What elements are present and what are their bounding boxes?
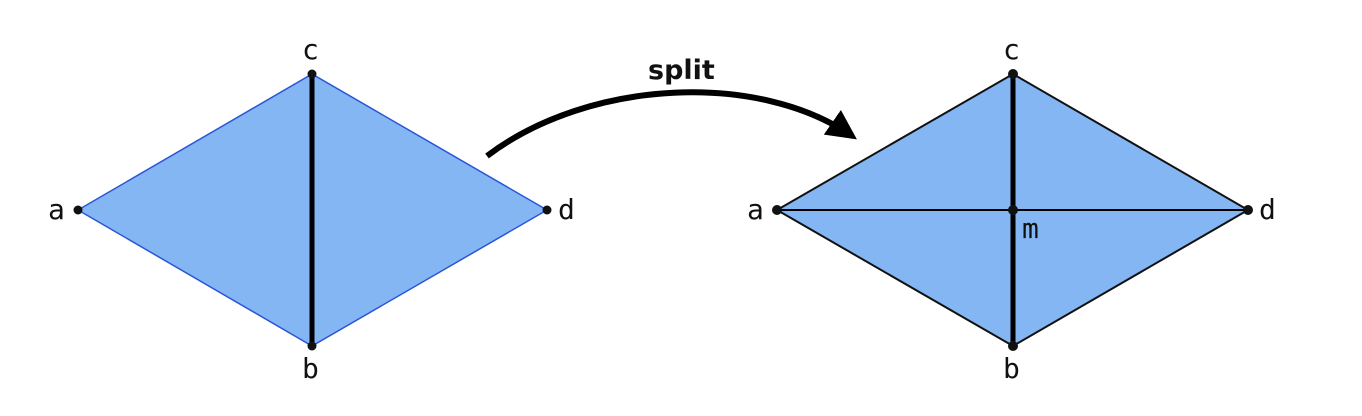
- right-label-a: a: [747, 193, 764, 226]
- right-label-d: d: [1259, 193, 1276, 226]
- right-vertex-d: [1243, 205, 1253, 215]
- left-vertex-a: [73, 205, 83, 215]
- right-vertex-c: [1008, 69, 1018, 79]
- split-arrow: [485, 89, 857, 159]
- right-mesh: a c d b m: [747, 33, 1276, 385]
- split-label: split: [648, 55, 715, 86]
- left-mesh: a c d b: [48, 33, 575, 385]
- left-label-c: c: [302, 33, 319, 66]
- left-triangle-cdb: [312, 74, 547, 346]
- left-label-d: d: [558, 193, 575, 226]
- left-vertex-c: [307, 69, 317, 79]
- left-label-b: b: [302, 352, 319, 385]
- right-vertex-m: [1008, 205, 1018, 215]
- split-operation: split: [485, 55, 857, 159]
- left-vertex-d: [542, 205, 552, 215]
- right-vertex-b: [1008, 341, 1018, 351]
- left-label-a: a: [48, 193, 65, 226]
- left-triangle-acb: [78, 74, 312, 346]
- right-label-m: m: [1022, 212, 1039, 245]
- right-label-b: b: [1003, 352, 1020, 385]
- right-label-c: c: [1003, 33, 1020, 66]
- left-vertex-b: [307, 341, 317, 351]
- right-vertex-a: [772, 205, 782, 215]
